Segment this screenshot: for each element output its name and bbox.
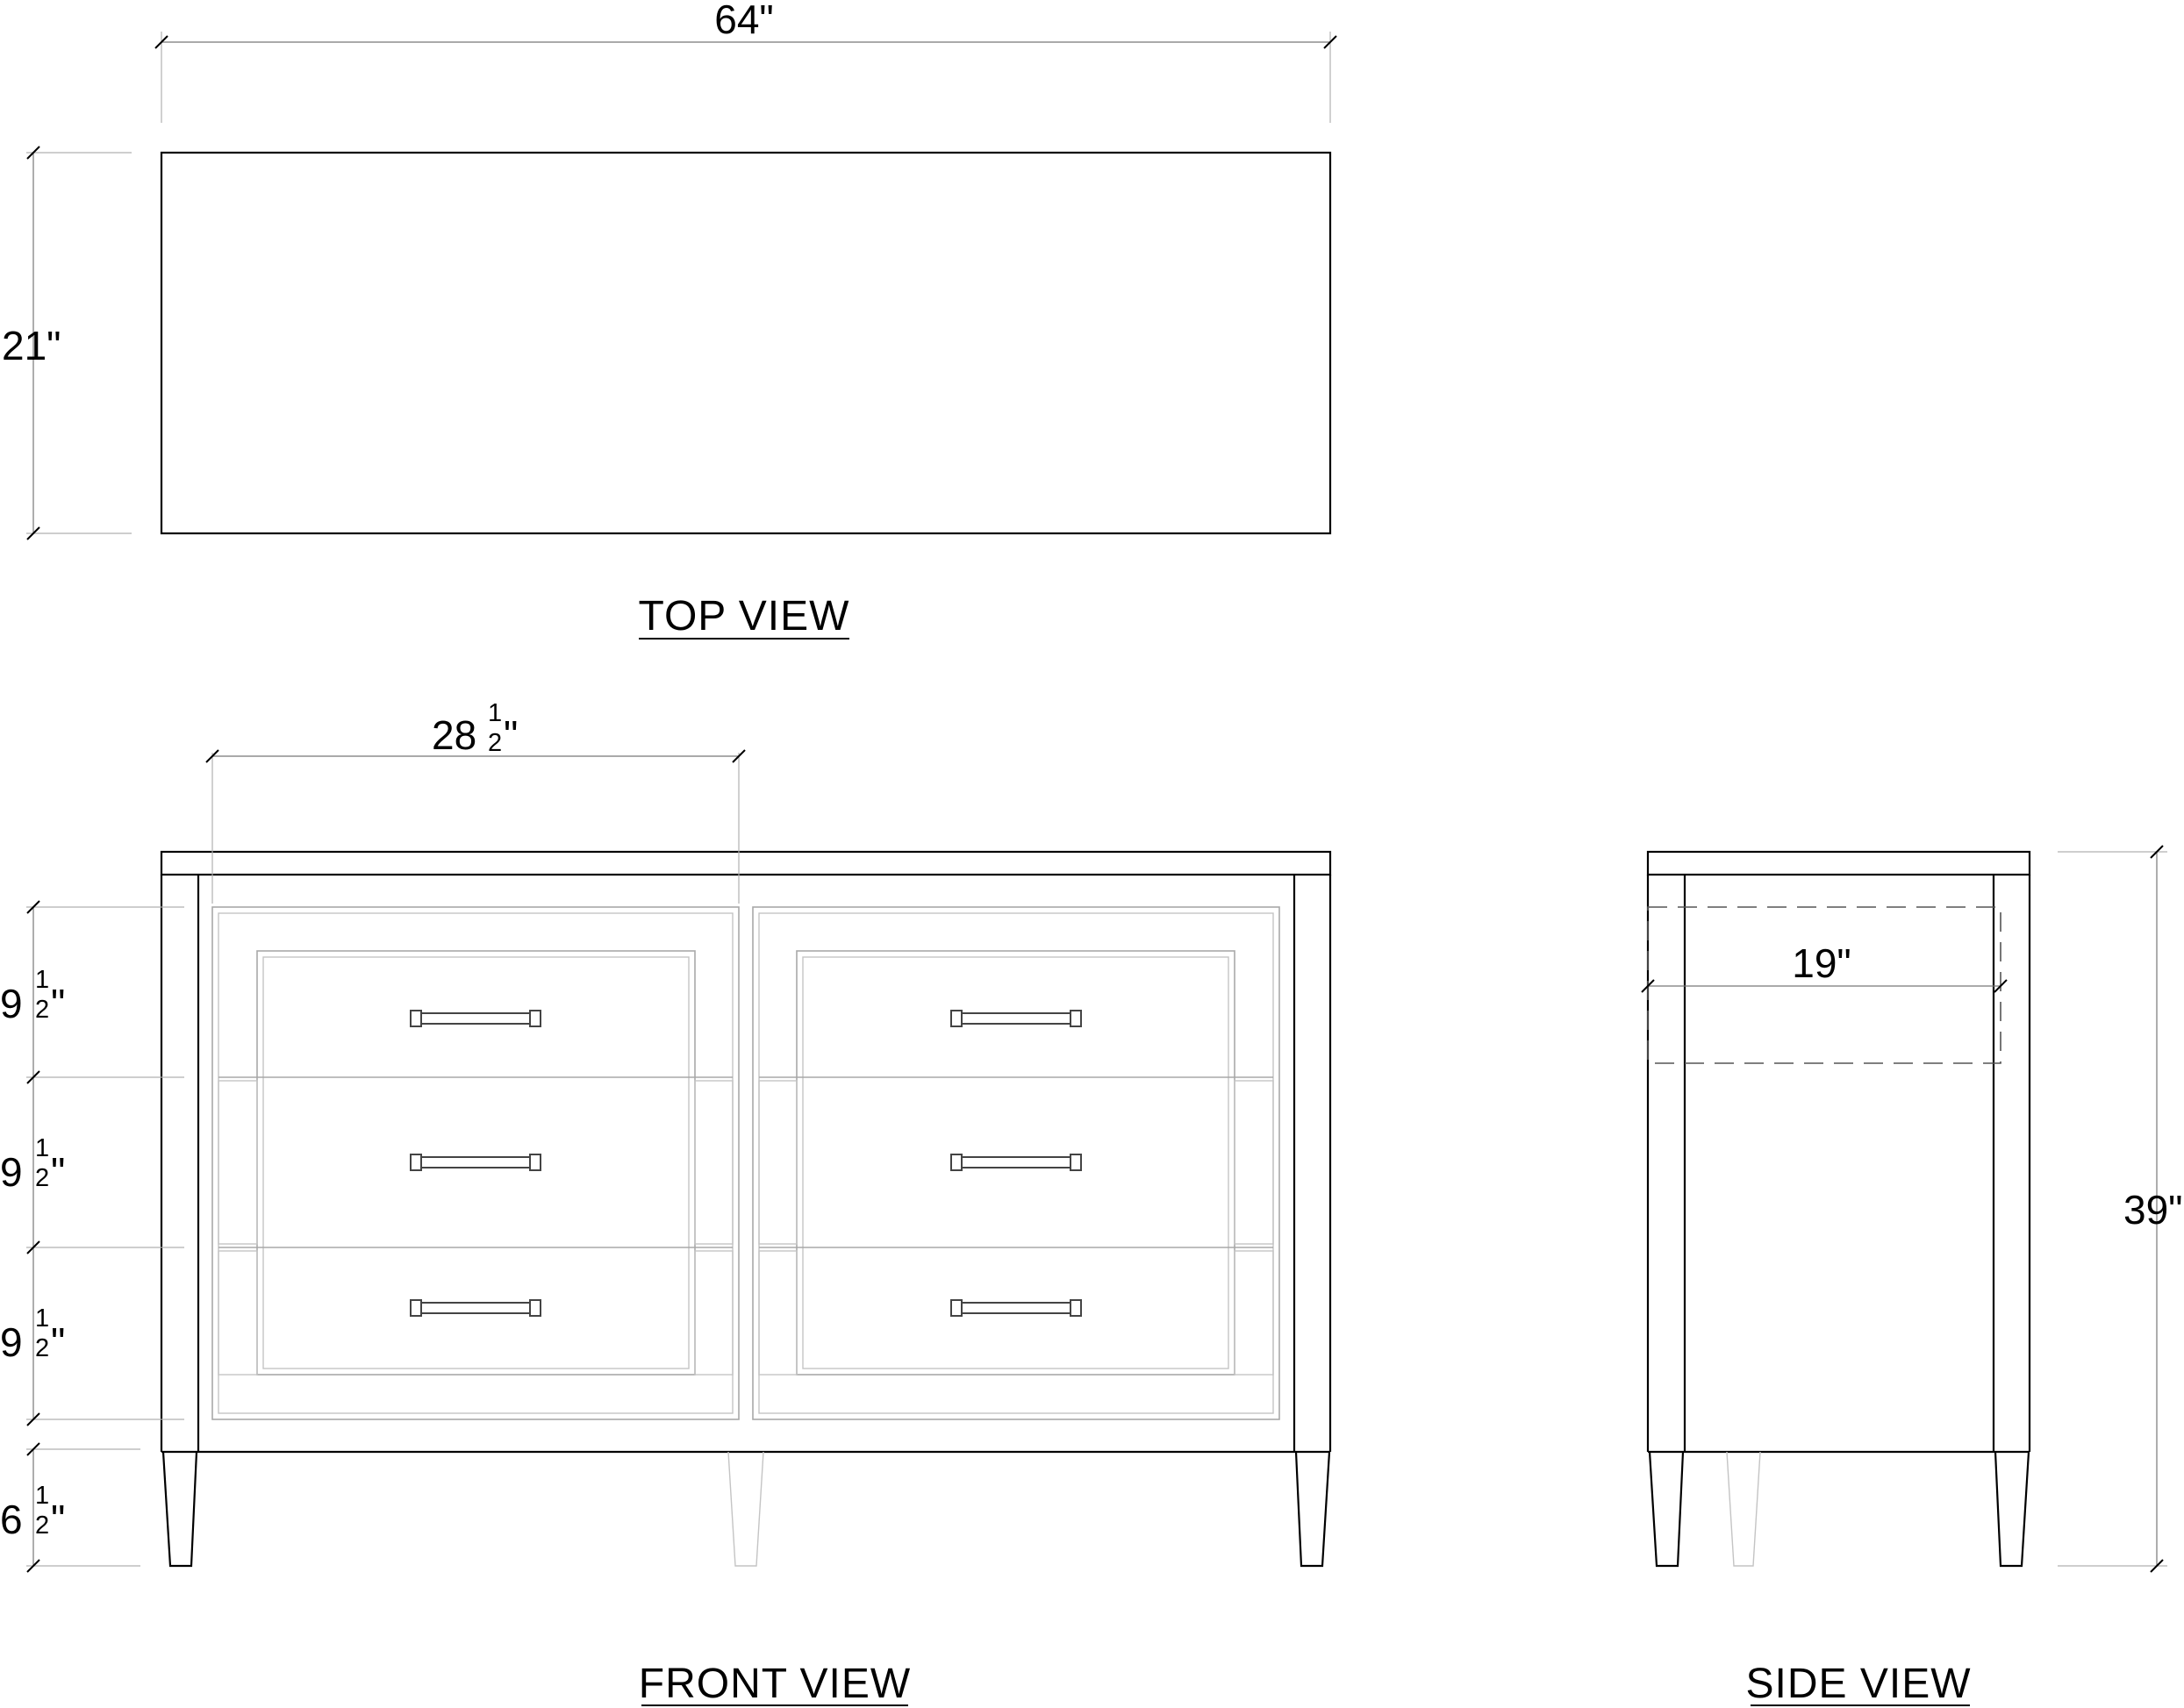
side-top-slab bbox=[1646, 850, 2031, 876]
svg-text:2: 2 bbox=[35, 1334, 49, 1362]
svg-text:2: 2 bbox=[35, 1511, 49, 1540]
svg-text:9: 9 bbox=[0, 1149, 23, 1195]
svg-text:": " bbox=[51, 981, 65, 1026]
top-view-title: TOP VIEW bbox=[639, 593, 850, 640]
drawer-2-height: 9 1 2 " bbox=[0, 1134, 65, 1195]
drawer-width-dimension: 28 1 2 " bbox=[205, 699, 746, 904]
top-view: 64" 21" TOP VIEW bbox=[2, 0, 1337, 640]
pull-right-3 bbox=[950, 1299, 1082, 1317]
svg-text:1: 1 bbox=[35, 1304, 49, 1333]
drawer-pulls bbox=[410, 1010, 1082, 1317]
svg-text:": " bbox=[51, 1149, 65, 1195]
side-legs bbox=[1648, 1451, 2030, 1568]
side-depth-label: 19" bbox=[1792, 940, 1851, 986]
front-view-title: FRONT VIEW bbox=[639, 1661, 911, 1707]
svg-text:1: 1 bbox=[35, 1482, 49, 1510]
drawer-width-den: 2 bbox=[488, 729, 502, 757]
pull-left-3 bbox=[410, 1299, 541, 1317]
svg-text:": " bbox=[51, 1497, 65, 1542]
top-width-dimension: 64" bbox=[154, 0, 1337, 123]
front-legs bbox=[161, 1451, 1331, 1568]
drawer-3-height: 9 1 2 " bbox=[0, 1304, 65, 1365]
front-top-slab bbox=[160, 850, 1332, 876]
top-depth-label: 21" bbox=[2, 323, 61, 368]
svg-text:1: 1 bbox=[35, 966, 49, 994]
drawer-width-num: 1 bbox=[488, 699, 502, 727]
side-view: 19" 39" SIDE VIEW bbox=[1641, 845, 2183, 1707]
left-drawer-bank bbox=[211, 906, 740, 1420]
svg-text:2: 2 bbox=[35, 1164, 49, 1192]
drawer-1-height: 9 1 2 " bbox=[0, 966, 65, 1026]
pull-left-1 bbox=[410, 1010, 541, 1027]
pull-right-2 bbox=[950, 1154, 1082, 1171]
leg-height: 6 1 2 " bbox=[0, 1482, 65, 1542]
pull-right-1 bbox=[950, 1010, 1082, 1027]
svg-text:6: 6 bbox=[0, 1497, 23, 1542]
drawer-width-unit: " bbox=[504, 712, 518, 758]
top-depth-dimension: 21" bbox=[2, 146, 132, 540]
drawer-height-dimensions: 9 1 2 " 9 1 2 " 9 1 2 " 6 1 2 " bbox=[0, 900, 184, 1573]
svg-text:9: 9 bbox=[0, 981, 23, 1026]
svg-text:9: 9 bbox=[0, 1319, 23, 1365]
side-view-title: SIDE VIEW bbox=[1745, 1661, 1971, 1707]
overall-height-label: 39" bbox=[2123, 1187, 2183, 1233]
svg-text:": " bbox=[51, 1319, 65, 1365]
top-width-label: 64" bbox=[714, 0, 774, 42]
svg-text:2: 2 bbox=[35, 996, 49, 1024]
svg-text:1: 1 bbox=[35, 1134, 49, 1162]
drawer-width-label: 28 bbox=[432, 712, 476, 758]
top-view-outline bbox=[160, 151, 1332, 535]
front-view: 28 1 2 " 9 1 2 " bbox=[0, 699, 1332, 1707]
pull-left-2 bbox=[410, 1154, 541, 1171]
side-depth-dimension: 19" bbox=[1641, 940, 2008, 993]
overall-height-dimension: 39" bbox=[2058, 845, 2183, 1573]
right-drawer-bank bbox=[752, 906, 1280, 1420]
